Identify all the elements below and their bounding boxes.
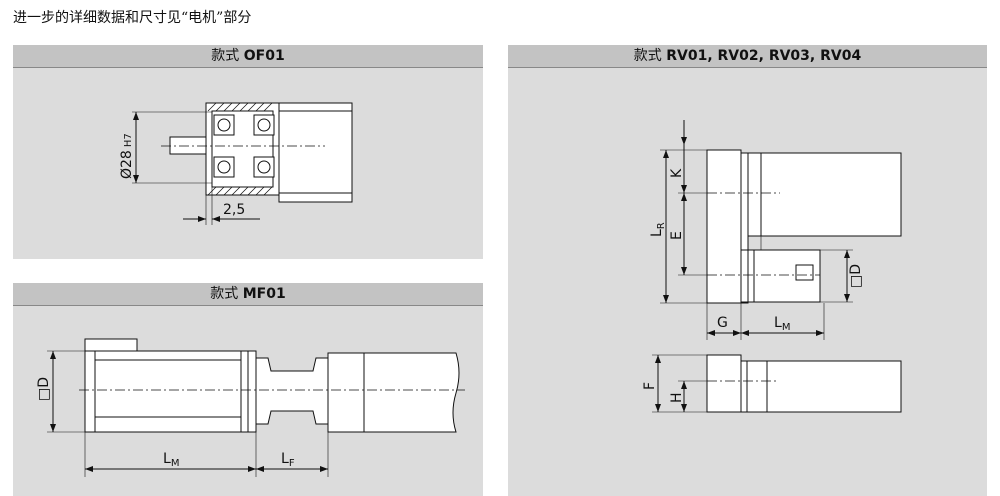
rv-lm-label: L: [774, 315, 782, 331]
svg-text:LM: LM: [163, 451, 179, 469]
rv-h-label: H: [669, 392, 685, 403]
of01-profile: [278, 102, 353, 203]
panel-prefix-of01: 款式: [211, 48, 240, 64]
of01-fit-label: H7: [123, 133, 134, 147]
svg-text:Ø28H7: Ø28H7: [119, 133, 135, 179]
svg-text:LR: LR: [649, 222, 667, 237]
of01-offset-label: 2,5: [223, 202, 245, 218]
panel-of01: 款式 OF01: [13, 45, 483, 259]
rv-lm-sub: M: [782, 322, 791, 333]
mf01-motor: [84, 350, 242, 433]
rv-g-label: G: [717, 315, 728, 331]
rv-gearbox: [706, 149, 742, 304]
intro-text: 进一步的详细数据和尺寸见“电机”部分: [13, 10, 252, 26]
panel-code-of01: OF01: [243, 48, 285, 64]
mf01-coupling: [255, 357, 329, 425]
rv-motor-upper: [760, 152, 902, 237]
panel-rv: 款式 RV01, RV02, RV03, RV04: [508, 45, 987, 496]
mf01-lf-sub: F: [289, 458, 295, 469]
drawing-mf01: □D LM LF: [36, 338, 465, 477]
panel-title-mf01: 款式 MF01: [13, 283, 483, 306]
rv-k-label: K: [669, 168, 685, 178]
mf01-profile: [363, 352, 460, 433]
svg-text:LF: LF: [281, 451, 295, 469]
rv-f-label: F: [642, 382, 658, 390]
panel-code-mf01: MF01: [242, 286, 286, 302]
panel-title-of01: 款式 OF01: [13, 45, 483, 68]
rv-lr-sub: R: [656, 222, 667, 229]
panel-mf01: 款式 MF01: [13, 283, 483, 496]
mf01-lm-sub: M: [171, 458, 180, 469]
mf01-lf-label: L: [281, 451, 289, 467]
panel-code-rv: RV01, RV02, RV03, RV04: [666, 48, 862, 64]
rv-lr-label: L: [649, 229, 665, 237]
mf01-connector: [84, 338, 138, 352]
panel-prefix-mf01: 款式: [210, 286, 239, 302]
mf01-square-label: □D: [36, 377, 52, 401]
panel-prefix-rv: 款式: [633, 48, 662, 64]
rv-square-label: □D: [848, 264, 864, 288]
mf01-lm-label: L: [163, 451, 171, 467]
rv-lower-gearbox: [706, 354, 742, 413]
drawing-rv: K E LR □D G LM F: [642, 120, 902, 413]
drawing-of01: Ø28H7 2,5: [119, 102, 353, 225]
panel-title-rv: 款式 RV01, RV02, RV03, RV04: [508, 45, 987, 68]
svg-text:LM: LM: [774, 315, 790, 333]
rv-e-label: E: [669, 231, 685, 240]
of01-diameter-label: Ø28: [119, 150, 135, 179]
